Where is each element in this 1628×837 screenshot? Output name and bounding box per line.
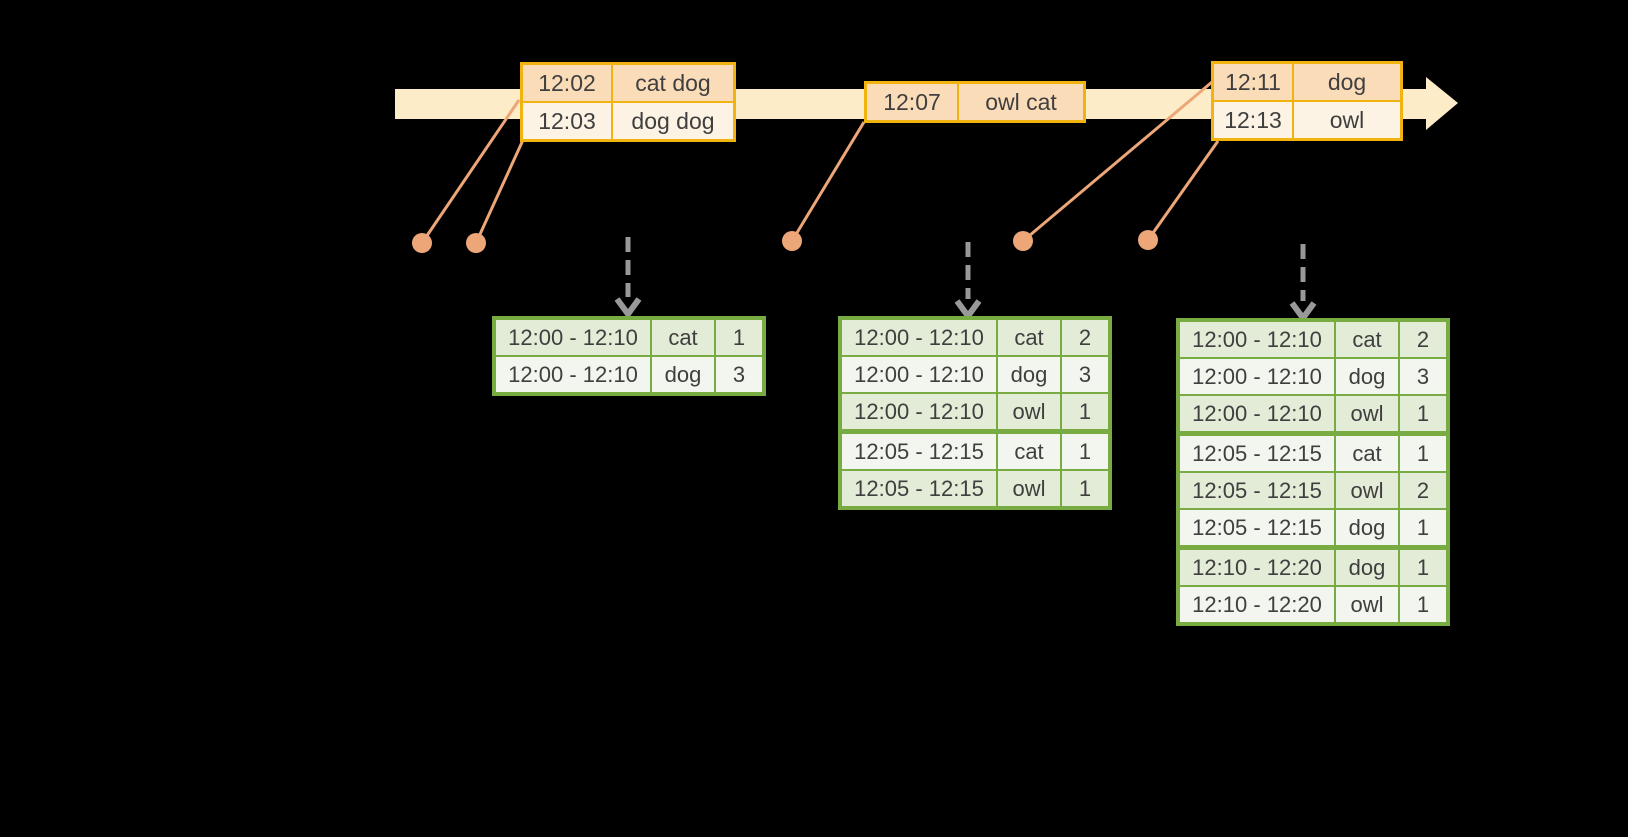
window-cell: 12:05 - 12:15: [839, 429, 998, 471]
window-cell: 12:00 - 12:10: [493, 317, 652, 357]
result-row: 12:00 - 12:10 dog 3: [493, 355, 765, 395]
result-table-2: 12:00 - 12:10 cat 2 12:00 - 12:10 dog 3 …: [838, 316, 1112, 510]
event-row: 12:11 dog: [1211, 61, 1403, 102]
word-cell: dog: [1334, 357, 1400, 396]
word-cell: owl: [1334, 394, 1400, 435]
result-row: 12:00 - 12:10 cat 2: [839, 317, 1111, 357]
trigger-down-arrow-icon: [614, 237, 642, 320]
result-row: 12:00 - 12:10 cat 2: [1177, 319, 1449, 359]
event-row: 12:13 owl: [1211, 100, 1403, 141]
count-cell: 3: [1060, 355, 1111, 394]
event-dot: [1013, 231, 1033, 251]
count-cell: 1: [1398, 431, 1449, 473]
count-cell: 2: [1398, 319, 1449, 359]
word-cell: dog: [650, 355, 716, 395]
event-time-cell: 12:07: [864, 81, 959, 123]
event-row: 12:02 cat dog: [520, 62, 736, 103]
count-cell: 3: [714, 355, 765, 395]
word-cell: owl: [996, 469, 1062, 509]
word-cell: dog: [1334, 508, 1400, 549]
connector-line: [420, 99, 521, 244]
event-row: 12:03 dog dog: [520, 101, 736, 142]
result-table-1: 12:00 - 12:10 cat 1 12:00 - 12:10 dog 3: [492, 316, 766, 396]
window-cell: 12:10 - 12:20: [1177, 585, 1336, 625]
word-cell: dog: [1334, 545, 1400, 587]
window-cell: 12:00 - 12:10: [1177, 394, 1336, 435]
count-cell: 1: [1398, 394, 1449, 435]
timeline-arrowhead-icon: [1426, 77, 1458, 130]
count-cell: 2: [1060, 317, 1111, 357]
result-row: 12:10 - 12:20 dog 1: [1177, 545, 1449, 587]
count-cell: 1: [1398, 508, 1449, 549]
window-cell: 12:00 - 12:10: [839, 317, 998, 357]
word-cell: dog: [996, 355, 1062, 394]
result-row: 12:10 - 12:20 owl 1: [1177, 585, 1449, 625]
input-events-table-2: 12:07 owl cat: [864, 81, 1086, 123]
count-cell: 1: [1060, 392, 1111, 433]
window-cell: 12:05 - 12:15: [839, 469, 998, 509]
event-words-cell: dog dog: [611, 101, 736, 142]
result-table-3: 12:00 - 12:10 cat 2 12:00 - 12:10 dog 3 …: [1176, 318, 1450, 626]
input-events-table-1: 12:02 cat dog 12:03 dog dog: [520, 62, 736, 142]
result-row: 12:00 - 12:10 dog 3: [839, 355, 1111, 394]
result-row: 12:00 - 12:10 dog 3: [1177, 357, 1449, 396]
word-cell: owl: [996, 392, 1062, 433]
word-cell: owl: [1334, 471, 1400, 510]
result-row: 12:00 - 12:10 owl 1: [1177, 394, 1449, 435]
event-time-cell: 12:13: [1211, 100, 1294, 141]
count-cell: 3: [1398, 357, 1449, 396]
word-cell: owl: [1334, 585, 1400, 625]
event-dot: [466, 233, 486, 253]
event-dot: [782, 231, 802, 251]
connector-line: [474, 139, 525, 244]
event-dot: [1138, 230, 1158, 250]
window-cell: 12:00 - 12:10: [839, 392, 998, 433]
word-cell: cat: [1334, 431, 1400, 473]
window-cell: 12:05 - 12:15: [1177, 508, 1336, 549]
window-cell: 12:05 - 12:15: [1177, 471, 1336, 510]
event-time-cell: 12:03: [520, 101, 613, 142]
trigger-down-arrow-icon: [954, 242, 982, 322]
count-cell: 1: [714, 317, 765, 357]
result-row: 12:00 - 12:10 cat 1: [493, 317, 765, 357]
event-row: 12:07 owl cat: [864, 81, 1086, 123]
trigger-down-arrow-icon: [1289, 244, 1317, 324]
count-cell: 1: [1060, 429, 1111, 471]
word-cell: cat: [996, 429, 1062, 471]
result-row: 12:05 - 12:15 dog 1: [1177, 508, 1449, 549]
result-row: 12:05 - 12:15 cat 1: [839, 429, 1111, 471]
count-cell: 1: [1398, 545, 1449, 587]
count-cell: 1: [1398, 585, 1449, 625]
window-cell: 12:10 - 12:20: [1177, 545, 1336, 587]
event-words-cell: owl cat: [957, 81, 1086, 123]
window-cell: 12:05 - 12:15: [1177, 431, 1336, 473]
connector-line: [790, 121, 866, 242]
connector-line: [1146, 140, 1220, 241]
window-cell: 12:00 - 12:10: [1177, 357, 1336, 396]
event-words-cell: dog: [1292, 61, 1403, 102]
connector-line: [1022, 80, 1213, 243]
count-cell: 1: [1060, 469, 1111, 509]
window-cell: 12:00 - 12:10: [493, 355, 652, 395]
event-words-cell: cat dog: [611, 62, 736, 103]
count-cell: 2: [1398, 471, 1449, 510]
event-time-cell: 12:11: [1211, 61, 1294, 102]
word-cell: cat: [1334, 319, 1400, 359]
result-row: 12:05 - 12:15 owl 1: [839, 469, 1111, 509]
word-cell: cat: [996, 317, 1062, 357]
window-cell: 12:00 - 12:10: [1177, 319, 1336, 359]
event-words-cell: owl: [1292, 100, 1403, 141]
event-dot: [412, 233, 432, 253]
result-row: 12:05 - 12:15 owl 2: [1177, 471, 1449, 510]
event-time-cell: 12:02: [520, 62, 613, 103]
result-row: 12:00 - 12:10 owl 1: [839, 392, 1111, 433]
input-events-table-3: 12:11 dog 12:13 owl: [1211, 61, 1403, 141]
word-cell: cat: [650, 317, 716, 357]
result-row: 12:05 - 12:15 cat 1: [1177, 431, 1449, 473]
window-cell: 12:00 - 12:10: [839, 355, 998, 394]
